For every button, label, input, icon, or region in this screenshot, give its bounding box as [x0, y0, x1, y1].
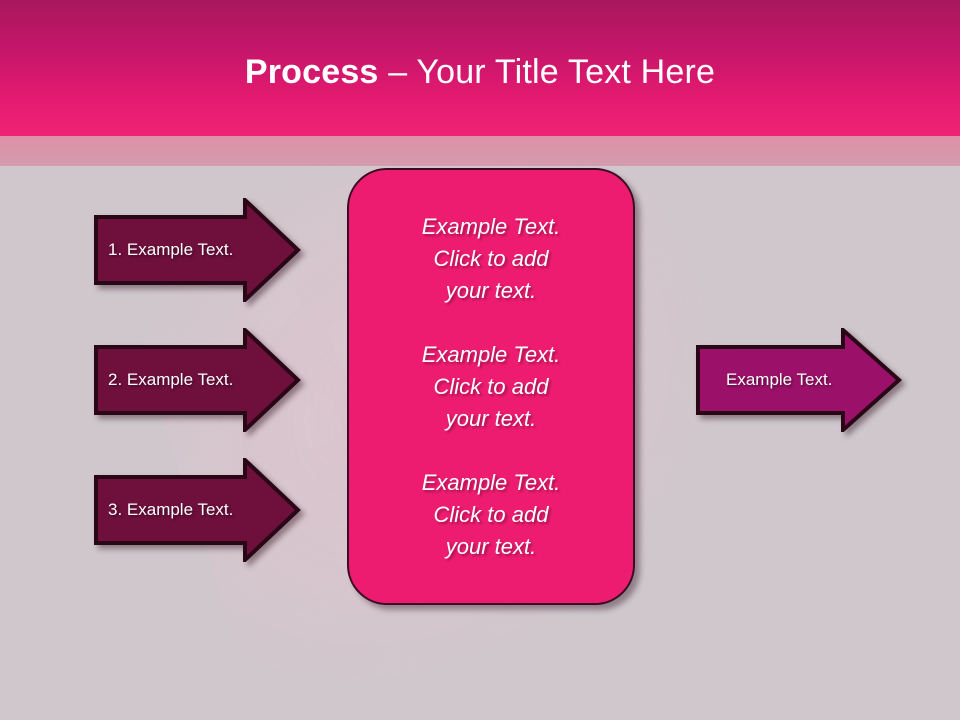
center-panel-block-1-line-2: Click to add [433, 245, 549, 271]
center-panel-block-2: Example Text. Click to add your text. [367, 339, 615, 435]
process-input-arrow-2[interactable]: 2. Example Text. [90, 328, 302, 432]
center-panel-block-3: Example Text. Click to add your text. [367, 467, 615, 563]
page-title: Process – Your Title Text Here [0, 50, 960, 94]
checker-cell [742, 190, 797, 251]
checker-cell [818, 224, 873, 285]
center-panel-block-2-line-2: Click to add [433, 373, 549, 399]
checker-cell [442, 663, 497, 720]
header-band [0, 0, 960, 136]
checker-cell [744, 596, 799, 657]
checker-cell [630, 444, 685, 505]
arrow-right-shape-icon [94, 458, 301, 562]
checker-cell [705, 275, 760, 336]
checker-cell [706, 478, 761, 539]
arrow-right-shape-icon [696, 328, 903, 432]
checker-cell [894, 258, 949, 319]
checker-cell [782, 512, 837, 573]
checker-cell [855, 166, 910, 201]
center-panel-block-3-line-2: Click to add [433, 501, 549, 527]
process-input-arrow-3-label: 3. Example Text. [108, 500, 234, 519]
center-panel-block-2-line-3: your text. [445, 405, 537, 431]
process-input-arrow-1-label: 1. Example Text. [108, 240, 234, 259]
checker-cell [214, 561, 269, 622]
checker-cell [668, 562, 723, 623]
checker-cell [932, 377, 960, 438]
center-panel-block-1: Example Text. Click to add your text. [367, 211, 615, 307]
process-input-arrow-3[interactable]: 3. Example Text. [90, 458, 302, 562]
checker-cell [290, 595, 345, 656]
checker-cell [858, 546, 912, 607]
center-panel-block-1-line-3: your text. [445, 277, 537, 303]
process-input-arrow-2-label: 2. Example Text. [108, 370, 234, 389]
page-title-strong: Process [244, 53, 379, 91]
page-title-rest: – Your Title Text Here [378, 53, 716, 91]
checker-cell [666, 166, 721, 217]
checker-cell [329, 714, 383, 720]
center-panel-block-2-line-1: Example Text. [421, 341, 561, 367]
process-output-arrow[interactable]: Example Text. [692, 328, 904, 432]
process-center-panel[interactable]: Example Text. Click to add your text. Ex… [347, 168, 635, 605]
checker-cell [555, 613, 610, 674]
center-panel-block-3-line-1: Example Text. [421, 469, 561, 495]
checker-cell [819, 427, 874, 488]
process-output-arrow-label: Example Text. [726, 370, 833, 389]
arrow-right-shape-icon [94, 198, 301, 302]
checker-cell [631, 647, 686, 708]
process-input-arrow-1[interactable]: 1. Example Text. [90, 198, 302, 302]
center-panel-block-3-line-3: your text. [445, 533, 537, 559]
arrow-right-shape-icon [94, 328, 301, 432]
checker-cell [253, 680, 308, 720]
checker-cell [518, 697, 573, 720]
center-panel-block-1-line-1: Example Text. [421, 213, 561, 239]
checker-cell [629, 241, 684, 302]
checker-cell [895, 461, 950, 522]
header-accent-band [0, 136, 960, 166]
checker-cell [366, 629, 421, 690]
